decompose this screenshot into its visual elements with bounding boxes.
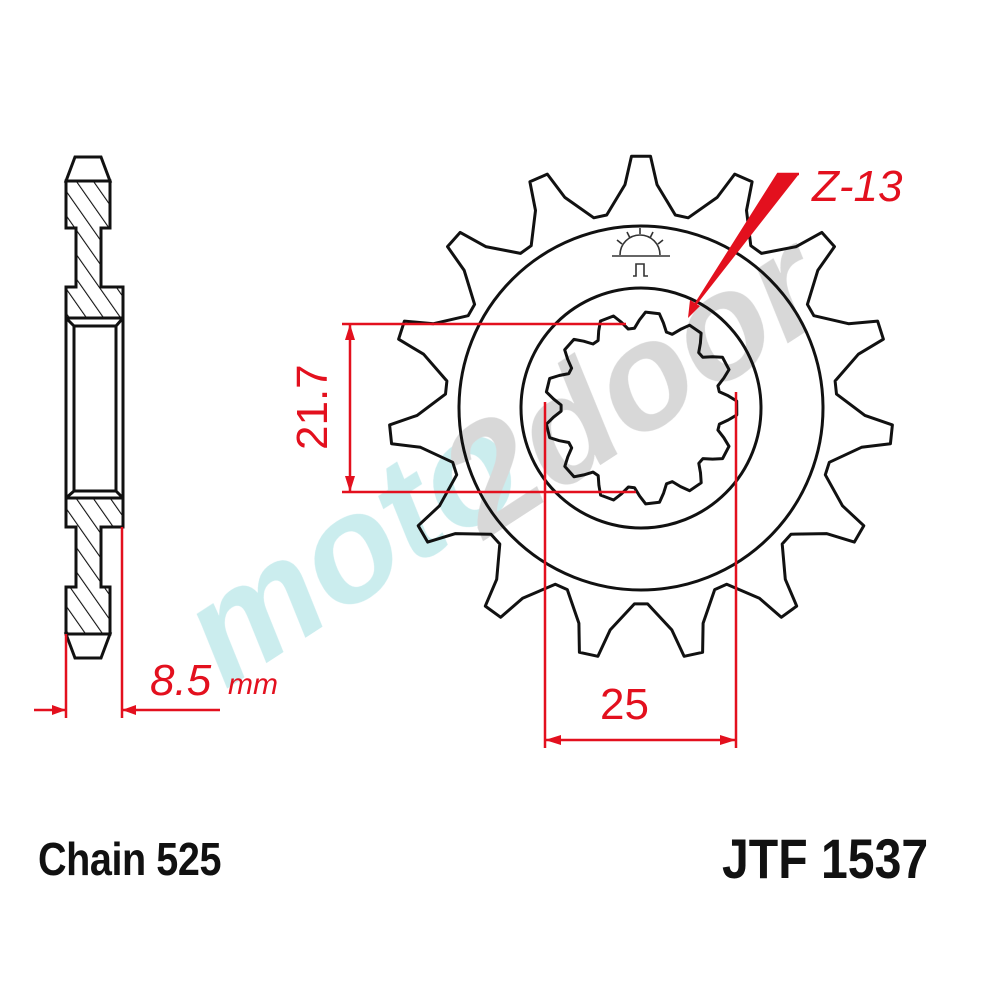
spline-diameter-label: 21.7 <box>288 364 337 450</box>
outer-teeth-outline <box>388 154 894 658</box>
jt-logo-icon <box>612 228 670 277</box>
thickness-unit: mm <box>228 668 278 701</box>
sprocket-front-view <box>388 154 894 658</box>
pitch-circle <box>457 224 825 592</box>
part-code-label: JTF 1537 <box>722 827 929 890</box>
spline-outline <box>544 310 739 506</box>
spline-diameter-dimension <box>342 322 636 494</box>
hub-circle <box>519 286 763 530</box>
thickness-dimension <box>34 527 220 718</box>
side-profile <box>63 155 125 660</box>
chain-size-label: Chain 525 <box>38 833 222 885</box>
spline-teeth-label: Z-13 <box>812 162 903 211</box>
bore-width-dimension <box>543 392 738 748</box>
spline-count-leader <box>688 172 799 318</box>
thickness-value: 8.5 <box>150 656 212 705</box>
bore-width-label: 25 <box>600 680 649 729</box>
